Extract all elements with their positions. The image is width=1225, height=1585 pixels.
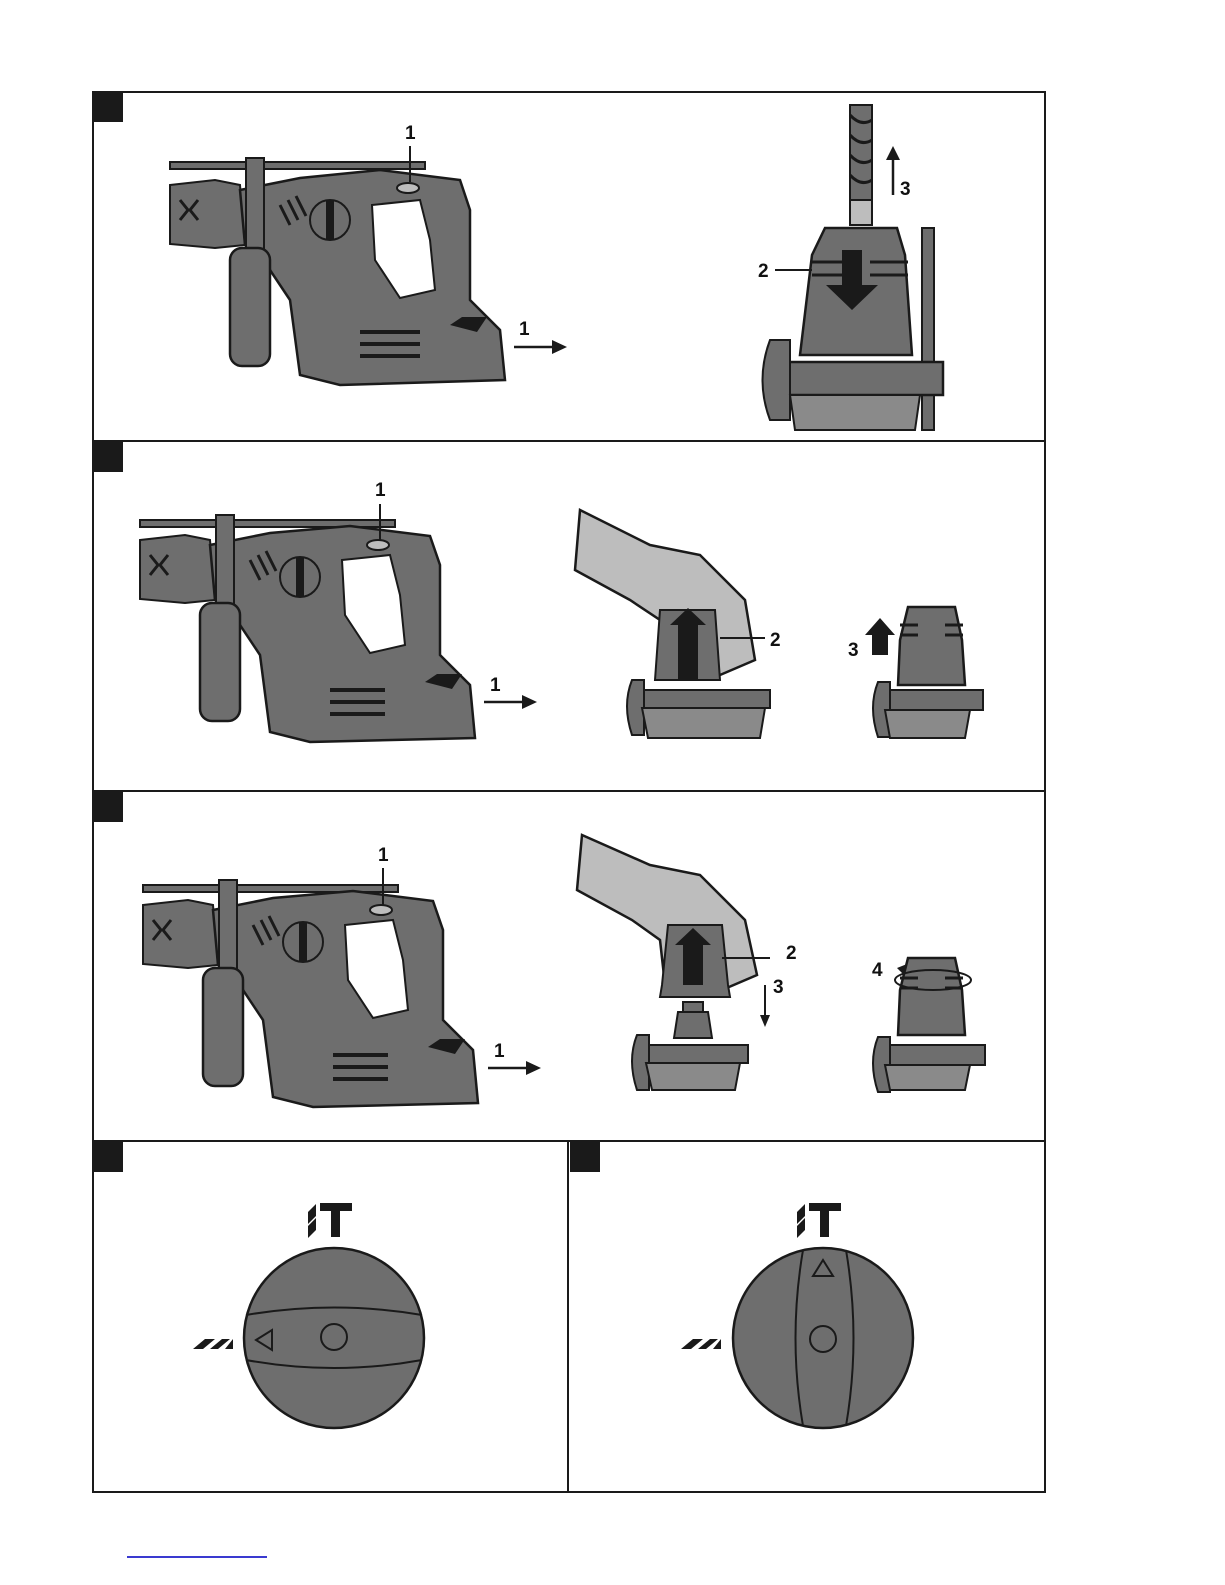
callout-2: 2 <box>786 944 797 963</box>
callout-1-arrow: 1 <box>494 1042 505 1061</box>
drill-only-icon <box>681 1339 721 1349</box>
footer-link-underline[interactable] <box>127 1556 267 1558</box>
drill-only-icon <box>193 1339 233 1349</box>
selector-knob-hammer-drilling <box>568 1140 1046 1493</box>
hammer-drill-icon <box>308 1203 352 1238</box>
panel-4-selector-drill <box>0 1140 568 1493</box>
callout-3: 3 <box>773 978 784 997</box>
panel-3: 1 1 2 3 4 <box>0 0 1225 1140</box>
selector-knob-drilling <box>0 1140 568 1493</box>
chuck-fitting-drawing <box>0 0 1225 1140</box>
panel-5-selector-hammer <box>568 1140 1046 1493</box>
hammer-drill-icon <box>797 1203 841 1238</box>
callout-1-lock: 1 <box>378 846 389 865</box>
callout-4: 4 <box>872 961 883 980</box>
